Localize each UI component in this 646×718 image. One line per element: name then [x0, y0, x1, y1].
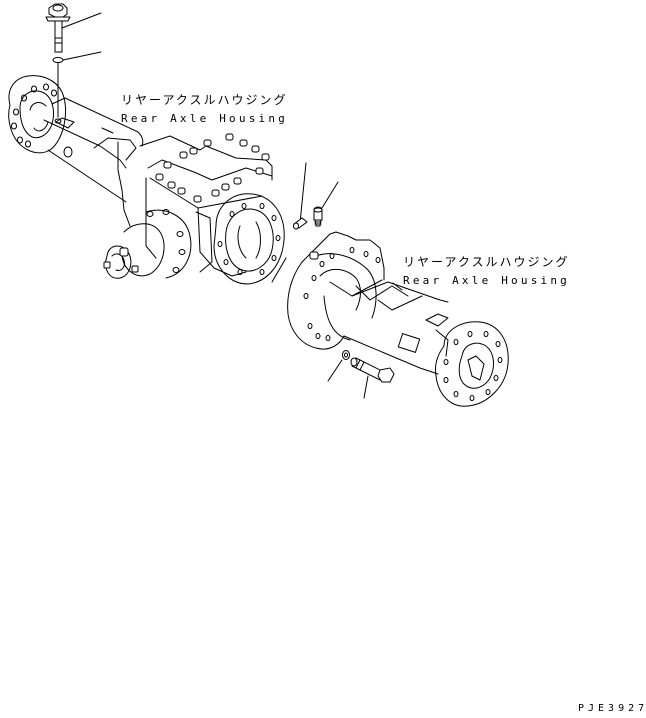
right-axle-housing-icon	[287, 231, 509, 407]
housing-right-label-jp: リヤーアクスルハウジング	[403, 255, 570, 269]
housing-left-label-jp: リヤーアクスルハウジング	[121, 93, 288, 107]
bolt-top-icon	[45, 3, 102, 53]
washer-top-icon	[52, 51, 102, 118]
breather-plug-icon	[313, 181, 339, 227]
housing-left-label-en: Rear Axle Housing	[121, 112, 288, 125]
washer-bottom-icon	[327, 350, 350, 382]
leader-line-left	[101, 127, 114, 134]
figure-code: PJE3927	[578, 703, 646, 714]
dowel-pin-icon	[293, 162, 308, 230]
housing-right-label-en: Rear Axle Housing	[403, 274, 570, 287]
leader-line-right	[392, 282, 403, 291]
left-axle-housing-icon	[8, 75, 287, 285]
bolt-bottom-icon	[350, 357, 395, 399]
